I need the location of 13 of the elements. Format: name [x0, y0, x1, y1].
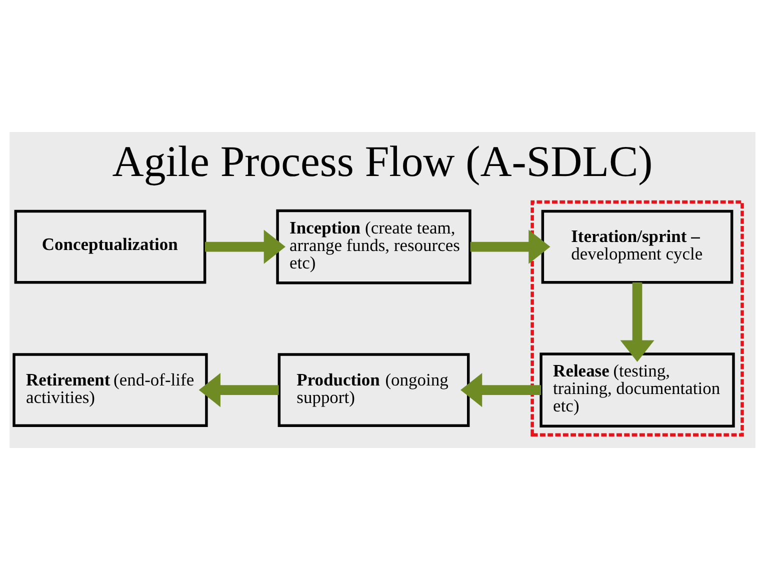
node-box: Iteration/sprint – development cycle	[540, 209, 733, 284]
node-box: Conceptualization	[14, 209, 206, 284]
node-box: Release (testing, training, documentation etc)	[539, 352, 734, 427]
diagram-title: Agile Process Flow (A-SDLC)	[112, 137, 652, 186]
arrow	[470, 229, 550, 264]
node-box: Inception (create team, arrange funds, resources etc)	[276, 208, 471, 284]
cluster	[530, 200, 744, 436]
node-box: Retirement (end-of-life activities)	[12, 352, 208, 426]
arrow	[198, 372, 278, 407]
arrow	[460, 372, 541, 407]
arrow	[620, 282, 654, 362]
arrow	[204, 229, 285, 264]
node-box: Production (ongoing support)	[277, 352, 470, 426]
